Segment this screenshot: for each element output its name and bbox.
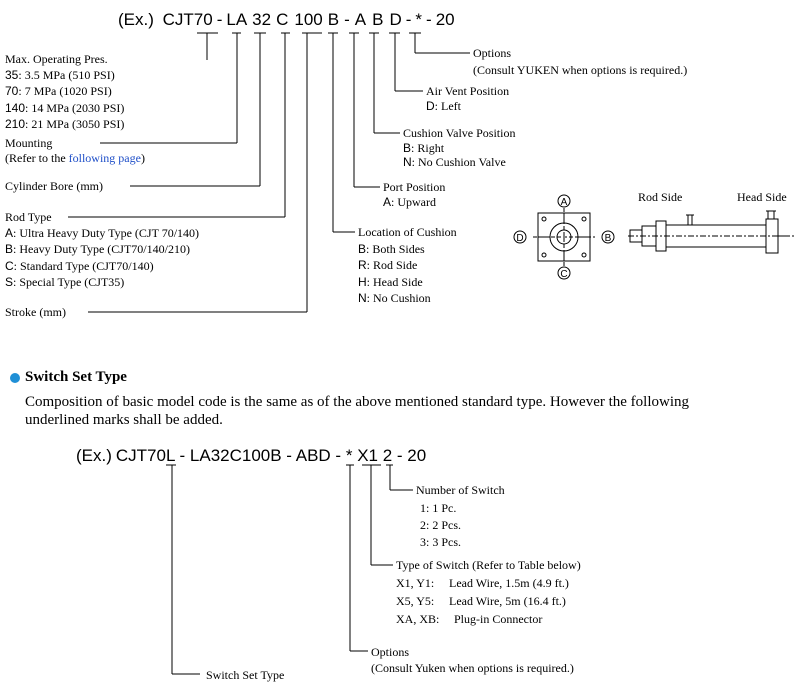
switch-code-prefix: (Ex.) [76, 446, 112, 465]
mounting-title: Mounting [5, 136, 53, 150]
air-vent-item: D: Left [426, 99, 461, 113]
code-options: * [415, 10, 423, 29]
rod-item: C: Standard Type (CJT70/140) [5, 259, 154, 273]
pres-item: 210: 21 MPa (3050 PSI) [5, 117, 125, 131]
mounting-note: (Refer to the following page) [5, 151, 145, 165]
pres-item: 70: 7 MPa (1020 PSI) [5, 84, 112, 98]
num-switch-item: 3: 3 Pcs. [420, 535, 462, 549]
code-port: A [354, 10, 367, 29]
code-mounting: LA [226, 10, 248, 29]
port-position-diagram: A C D B [513, 194, 615, 280]
code-cushion: B [327, 10, 340, 29]
pos-d-label: D [516, 233, 523, 244]
port-item: A: Upward [383, 195, 437, 209]
code-rod: C [276, 10, 289, 29]
following-page-link[interactable]: following page [68, 151, 141, 165]
pos-c-label: C [560, 269, 567, 280]
bore-label: Cylinder Bore (mm) [5, 179, 103, 193]
switch-section-desc-line2: underlined marks shall be added. [25, 412, 223, 428]
rod-item: A: Ultra Heavy Duty Type (CJT 70/140) [5, 226, 200, 240]
switch-code-options: * [345, 446, 353, 465]
rod-type-title: Rod Type [5, 210, 52, 224]
code-prefix: (Ex.) [118, 10, 154, 29]
switch-set-type-label: Switch Set Type [206, 668, 285, 682]
cushion-location-title: Location of Cushion [358, 225, 457, 239]
rod-side-label: Rod Side [638, 190, 683, 204]
type-switch-item: XA, XB:Plug-in Connector [396, 612, 543, 626]
switch-code-middle: - LA32C100B - ABD - [174, 446, 346, 465]
pos-b-label: B [605, 233, 612, 244]
type-switch-item: X5, Y5:Lead Wire, 5m (16.4 ft.) [396, 594, 566, 608]
type-switch-title: Type of Switch (Refer to Table below) [396, 558, 581, 572]
cushion-valve-title: Cushion Valve Position [403, 126, 516, 140]
switch-code-design: - 20 [392, 446, 427, 465]
switch-options-note: (Consult Yuken when options is required.… [371, 661, 574, 675]
pos-a-label: A [561, 197, 568, 208]
code-cushion-valve: B [372, 10, 384, 29]
switch-code-type: X1 [357, 446, 378, 465]
switch-section-desc-line1: Composition of basic model code is the s… [25, 394, 690, 410]
type-switch-item: X1, Y1:Lead Wire, 1.5m (4.9 ft.) [396, 576, 569, 590]
pres-item: 35: 3.5 MPa (510 PSI) [5, 68, 115, 82]
options-title: Options [473, 46, 512, 60]
switch-section-title: Switch Set Type [25, 369, 127, 385]
code-air-vent: D [389, 10, 402, 29]
pres-item: 140: 14 MPa (2030 PSI) [5, 101, 125, 115]
air-vent-title: Air Vent Position [426, 84, 510, 98]
cushion-location-item: H: Head Side [358, 275, 423, 289]
options-note: (Consult YUKEN when options is required.… [473, 63, 688, 77]
code-series: CJT70 [162, 10, 213, 29]
code-bore: 32 [252, 10, 272, 29]
cushion-location-item: B: Both Sides [358, 242, 425, 256]
code-dash: - [216, 10, 223, 29]
rod-item: S: Special Type (CJT35) [5, 275, 125, 289]
max-pres-title: Max. Operating Pres. [5, 52, 108, 66]
section-bullet-icon [10, 373, 20, 383]
switch-options-title: Options [371, 645, 410, 659]
stroke-label: Stroke (mm) [5, 305, 66, 319]
rod-item: B: Heavy Duty Type (CJT70/140/210) [5, 242, 190, 256]
head-side-label: Head Side [737, 190, 787, 204]
cushion-location-item: N: No Cushion [358, 291, 431, 305]
switch-code-series: CJT70 [115, 446, 166, 465]
cushion-valve-item: N: No Cushion Valve [403, 155, 506, 169]
switch-code-count: 2 [382, 446, 393, 465]
cushion-valve-item: B: Right [403, 141, 445, 155]
cylinder-side-view [628, 210, 796, 254]
code-dash: - [344, 10, 350, 29]
cushion-location-item: R: Rod Side [358, 258, 418, 272]
num-switch-item: 2: 2 Pcs. [420, 518, 462, 532]
num-switch-item: 1: 1 Pc. [420, 501, 457, 515]
code-design: 20 [435, 10, 455, 29]
port-title: Port Position [383, 180, 446, 194]
num-switch-title: Number of Switch [416, 483, 505, 497]
switch-model-code: (Ex.)CJT70L - LA32C100B - ABD - * X1 2 -… [76, 446, 426, 466]
code-dash: - [405, 10, 412, 29]
code-dash: - [426, 10, 432, 29]
switch-code-l: L [165, 446, 175, 465]
code-stroke: 100 [294, 10, 323, 29]
